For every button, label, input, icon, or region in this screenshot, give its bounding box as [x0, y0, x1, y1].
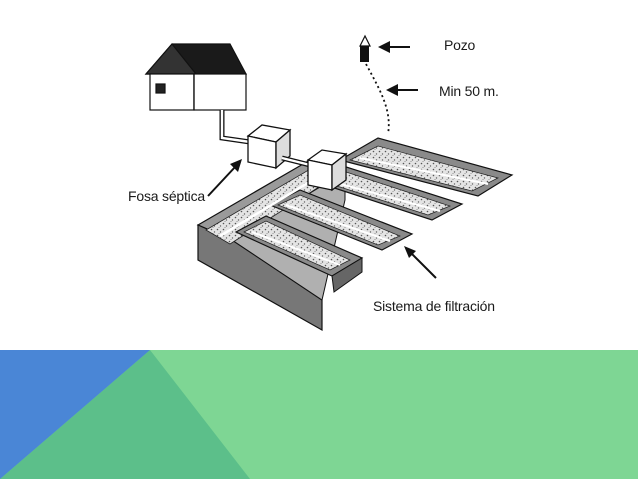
- septic-tank-label: Fosa séptica: [128, 188, 205, 204]
- filtration-trenches: [196, 137, 514, 332]
- lateral-gravel-3: [277, 194, 401, 246]
- footer-blue-triangle: [0, 350, 150, 479]
- house-icon: [144, 43, 247, 111]
- distribution-box-icon: [306, 149, 348, 192]
- septic-system-diagram: [144, 34, 514, 332]
- house-pipe: [219, 110, 251, 145]
- distance-label: Min 50 m.: [439, 83, 499, 99]
- lateral-gravel-1: [349, 145, 499, 192]
- distance-dotted-line: [365, 63, 390, 135]
- decorative-footer-band: [0, 350, 638, 479]
- arrow-icon: [207, 41, 437, 279]
- well-label: Pozo: [444, 37, 476, 53]
- front-trench-face: [331, 257, 363, 293]
- septic-tank-icon: [246, 124, 292, 170]
- filtration-system-label: Sistema de filtración: [373, 298, 495, 314]
- well-icon: [359, 34, 371, 62]
- footer-mid-green-triangle: [0, 350, 250, 479]
